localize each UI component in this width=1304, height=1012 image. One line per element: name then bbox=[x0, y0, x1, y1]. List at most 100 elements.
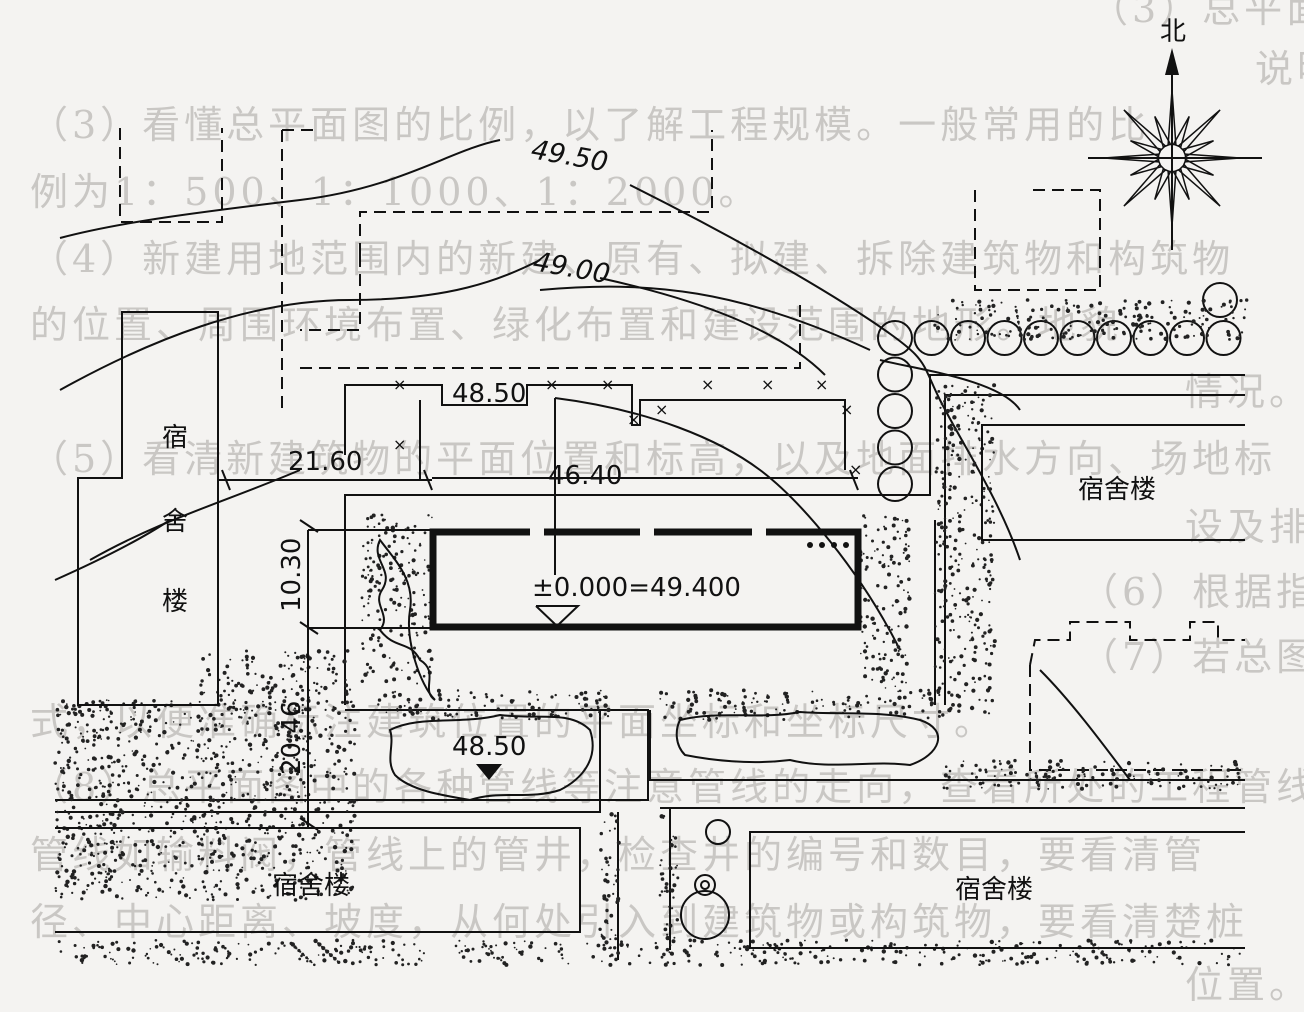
stipple-dot bbox=[904, 543, 908, 546]
stipple-dot bbox=[384, 679, 389, 684]
stipple-dot bbox=[380, 573, 383, 577]
stipple-dot bbox=[893, 648, 898, 652]
stipple-dot bbox=[319, 892, 324, 897]
stipple-dot bbox=[306, 861, 309, 865]
stipple-dot bbox=[1179, 940, 1182, 944]
dorm-west-char-3: 楼 bbox=[162, 587, 188, 617]
stipple-dot bbox=[289, 769, 294, 775]
stipple-dot bbox=[103, 785, 106, 788]
stipple-dot bbox=[407, 661, 410, 664]
stipple-dot bbox=[202, 885, 206, 889]
stipple-dot bbox=[413, 943, 416, 946]
stipple-dot bbox=[944, 587, 947, 591]
stipple-dot bbox=[977, 558, 980, 561]
stipple-dot bbox=[881, 607, 886, 611]
stipple-dot bbox=[274, 709, 277, 711]
stipple-dot bbox=[333, 762, 337, 766]
stipple-dot bbox=[1091, 949, 1096, 954]
stipple-dot bbox=[82, 832, 86, 836]
stipple-dot bbox=[939, 961, 944, 966]
stipple-dot bbox=[951, 594, 954, 597]
stipple-dot bbox=[134, 787, 139, 791]
stipple-dot bbox=[458, 707, 460, 709]
stipple-dot bbox=[198, 700, 201, 703]
tree-circle bbox=[1205, 320, 1242, 356]
stipple-dot bbox=[94, 877, 97, 880]
stipple-dot bbox=[1092, 943, 1095, 947]
stipple-dot bbox=[928, 697, 934, 702]
stipple-dot bbox=[892, 560, 896, 565]
stipple-dot bbox=[1173, 328, 1176, 332]
stipple-dot bbox=[957, 512, 959, 514]
stipple-dot bbox=[938, 567, 942, 571]
stipple-dot bbox=[109, 711, 114, 715]
stipple-dot bbox=[177, 741, 181, 745]
stipple-dot bbox=[152, 699, 156, 703]
stipple-dot bbox=[1025, 772, 1029, 777]
stipple-dot bbox=[972, 417, 976, 421]
stipple-dot bbox=[211, 895, 215, 899]
stipple-dot bbox=[278, 792, 283, 796]
stipple-dot bbox=[90, 713, 95, 718]
stipple-dot bbox=[444, 712, 447, 715]
stipple-dot bbox=[951, 384, 954, 388]
stipple-dot bbox=[77, 821, 81, 825]
stipple-dot bbox=[73, 746, 78, 751]
shrub-west bbox=[376, 538, 436, 701]
stipple-dot bbox=[692, 938, 697, 943]
stipple-dot bbox=[976, 332, 980, 336]
stipple-dot bbox=[284, 696, 287, 699]
stipple-dot bbox=[71, 836, 75, 840]
stipple-dot bbox=[149, 948, 152, 950]
stipple-dot bbox=[444, 714, 447, 717]
stipple-dot bbox=[196, 835, 199, 838]
stipple-dot bbox=[332, 845, 338, 850]
stipple-dot bbox=[334, 860, 339, 864]
stipple-dot bbox=[207, 673, 212, 677]
stipple-dot bbox=[277, 829, 282, 833]
stipple-dot bbox=[955, 306, 959, 310]
stipple-dot bbox=[749, 709, 754, 713]
stipple-dot bbox=[743, 695, 747, 699]
stipple-dot bbox=[945, 787, 948, 790]
stipple-dot bbox=[312, 716, 315, 719]
stipple-dot bbox=[972, 533, 977, 537]
stipple-dot bbox=[348, 740, 353, 745]
stipple-dot bbox=[54, 889, 58, 893]
stipple-dot bbox=[528, 690, 532, 694]
stipple-dot bbox=[672, 701, 676, 705]
stipple-dot bbox=[908, 595, 910, 597]
stipple-dot bbox=[943, 773, 948, 778]
stipple-dot bbox=[559, 947, 564, 951]
stipple-dot bbox=[612, 892, 615, 896]
stipple-dot bbox=[471, 947, 475, 951]
stipple-dot bbox=[1059, 759, 1063, 763]
stipple-dot bbox=[108, 877, 112, 881]
stipple-dot bbox=[98, 779, 101, 782]
stipple-dot bbox=[1002, 960, 1004, 962]
stipple-dot bbox=[363, 672, 368, 677]
stipple-dot bbox=[211, 898, 215, 902]
stipple-dot bbox=[252, 807, 256, 810]
stipple-dot bbox=[57, 750, 61, 754]
stipple-dot bbox=[236, 873, 240, 876]
stipple-dot bbox=[750, 952, 754, 956]
stipple-dot bbox=[469, 960, 473, 963]
stipple-dot bbox=[689, 944, 692, 948]
stipple-dot bbox=[959, 324, 962, 327]
stipple-dot bbox=[122, 781, 126, 785]
stipple-dot bbox=[456, 698, 459, 702]
stipple-dot bbox=[1081, 770, 1085, 774]
stipple-dot bbox=[968, 620, 971, 623]
stipple-dot bbox=[218, 887, 222, 891]
stipple-dot bbox=[785, 938, 790, 943]
tree-circle bbox=[877, 429, 913, 466]
stipple-dot bbox=[1080, 786, 1084, 791]
stipple-dot bbox=[991, 441, 994, 444]
stipple-dot bbox=[290, 664, 293, 667]
stipple-dot bbox=[485, 695, 489, 699]
stipple-dot bbox=[605, 908, 609, 913]
stipple-dot bbox=[231, 853, 236, 858]
stipple-dot bbox=[170, 953, 173, 956]
stipple-dot bbox=[329, 772, 332, 774]
